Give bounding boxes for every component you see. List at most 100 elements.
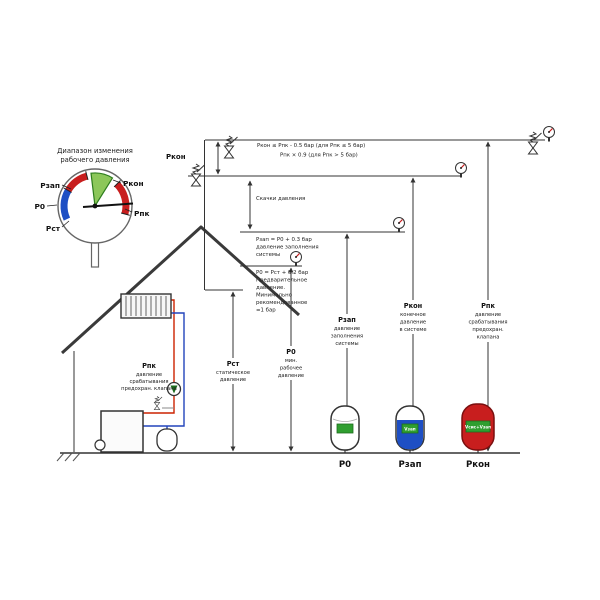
- level-lines: [188, 139, 545, 291]
- column-pst: Рст статическое давление: [213, 358, 253, 384]
- label-bg: [272, 346, 310, 380]
- dial-arc-red-right: [114, 181, 130, 215]
- annotations: Ркон Ркон ≤ Рпк - 0.5 бар (для Рпк ≤ 5 б…: [166, 143, 365, 314]
- supply-pipe: [143, 299, 175, 414]
- expansion-tank-small: [156, 428, 178, 452]
- safety-valve-icon: [191, 163, 205, 187]
- label-bg: [213, 358, 253, 384]
- dial-label-pkon: Ркон: [123, 179, 144, 188]
- column-desc: клапана: [477, 335, 500, 341]
- p0-formula: Минимально: [256, 293, 292, 299]
- safety-valve-icon: [528, 131, 542, 155]
- column-desc: предохран.: [472, 327, 504, 333]
- p0-formula: рекомендованное: [256, 300, 308, 306]
- label-bg: [392, 300, 434, 334]
- pzap-formula: давление заполнения: [256, 245, 319, 251]
- vessel-badge: [336, 423, 354, 434]
- dial-tick: [85, 171, 89, 181]
- column-name: Рст: [227, 360, 240, 368]
- dial-tick: [113, 180, 121, 188]
- column-desc: давление: [400, 320, 426, 326]
- dial-label-ppk: Рпк: [134, 209, 150, 218]
- dial-pointer: [61, 184, 72, 190]
- dial-tick: [120, 212, 130, 216]
- pzap-formula: Рзап = Р0 + 0.3 бар: [256, 237, 312, 243]
- vessel-pzap: Vзап Рзап: [395, 405, 425, 470]
- boiler-label-line: срабатывания: [130, 379, 169, 385]
- heating-system: Рпк давление срабатывания предохран. кла…: [94, 293, 185, 453]
- column-desc: системы: [335, 341, 358, 347]
- pressure-gauge-icon: [289, 250, 303, 268]
- vessel-pkon: Vсис+Vзап Ркон: [461, 403, 495, 470]
- dial-stem: [90, 241, 100, 268]
- safety-valve-icon: [224, 135, 238, 159]
- column-desc: рабочее: [280, 366, 302, 372]
- label-bg: [326, 314, 368, 348]
- column-desc: мин.: [285, 358, 298, 364]
- dial-label-pst: Рст: [46, 224, 61, 233]
- column-desc: давление: [475, 312, 501, 318]
- dial-label-pzap: Рзап: [40, 181, 60, 190]
- column-pzap: Рзап давление заполнения системы: [326, 314, 368, 348]
- column-desc: давление: [278, 373, 304, 379]
- vessel-badge: [401, 423, 419, 434]
- dial-green-sector: [90, 172, 114, 208]
- column-name: Рзап: [338, 316, 356, 324]
- column-name: Р0: [286, 348, 296, 356]
- vessel-badge-text: Vсис+Vзап: [465, 425, 491, 430]
- dial-title-line1: Диапазон изменения: [57, 147, 133, 155]
- dial-pointer: [61, 220, 70, 228]
- ground-hatch: [56, 452, 65, 462]
- column-labels: Рст статическое давление Р0 мин. рабочее…: [213, 300, 510, 384]
- ground-hatch: [64, 452, 73, 462]
- return-pipe: [143, 312, 185, 429]
- column-desc: статическое: [216, 370, 250, 376]
- pump-rotor: [170, 385, 178, 394]
- column-pkon: Ркон конечное давление в системе: [392, 300, 434, 334]
- p0-formula: давление.: [256, 285, 285, 291]
- column-name: Ркон: [404, 302, 422, 310]
- p0-formula: Предварительное: [256, 278, 308, 284]
- house: [56, 225, 520, 462]
- pressure-gauge-icon: [542, 125, 556, 143]
- dial-pointer: [124, 208, 133, 213]
- vessel-label: Р0: [339, 460, 351, 470]
- column-desc: конечное: [400, 312, 426, 318]
- vessel-label: Ркон: [466, 460, 490, 470]
- boiler-safety-valve-icon: [154, 396, 163, 410]
- column-desc: давление: [220, 377, 246, 383]
- vessels: Р0 Vзап Рзап Vсис+Vзап Ркон: [330, 403, 495, 470]
- pump: [166, 381, 182, 397]
- vessel-badge-text: Vзап: [404, 427, 415, 432]
- column-ppk: Рпк давление срабатывания предохран. кла…: [466, 300, 510, 342]
- vessel-badge: [465, 420, 491, 433]
- dial-needle: [82, 202, 134, 208]
- burner: [94, 439, 106, 451]
- p0-formula: =1 бар: [256, 308, 276, 314]
- boiler-valve-label: Рпк давление срабатывания предохран. кла…: [121, 362, 177, 392]
- pzap-formula: системы: [256, 252, 280, 258]
- pkon-valve-label: Ркон: [166, 153, 186, 161]
- boiler-label-line: предохран. клапана: [121, 386, 177, 392]
- vessel-label: Рзап: [398, 460, 421, 470]
- label-bg: [466, 300, 510, 342]
- icons: [191, 125, 556, 268]
- vessel-p0: Р0: [330, 405, 360, 470]
- vessel-seam: [332, 418, 358, 422]
- column-desc: срабатывания: [469, 320, 508, 326]
- dial-pivot: [92, 203, 98, 209]
- boiler-label-name: Рпк: [142, 362, 156, 370]
- radiator-fins: [125, 296, 167, 316]
- formula-ppk-line1: Ркон ≤ Рпк - 0.5 бар (для Рпк ≤ 5 бар): [257, 143, 365, 149]
- dial-title-line2: рабочего давления: [60, 156, 129, 164]
- column-desc: в системе: [399, 327, 426, 333]
- boiler-label-line: давление: [136, 372, 162, 378]
- column-name: Рпк: [481, 302, 495, 310]
- p0-formula: Р0 = Рст + 0.2 бар: [256, 270, 309, 276]
- dial-label-p0: Р0: [34, 202, 45, 211]
- formula-ppk-line2: Рпк × 0.9 (для Рпк > 5 бар): [280, 153, 358, 159]
- radiator: [120, 293, 172, 319]
- pressure-dial: Диапазон изменения рабочего давления Рза…: [34, 147, 150, 268]
